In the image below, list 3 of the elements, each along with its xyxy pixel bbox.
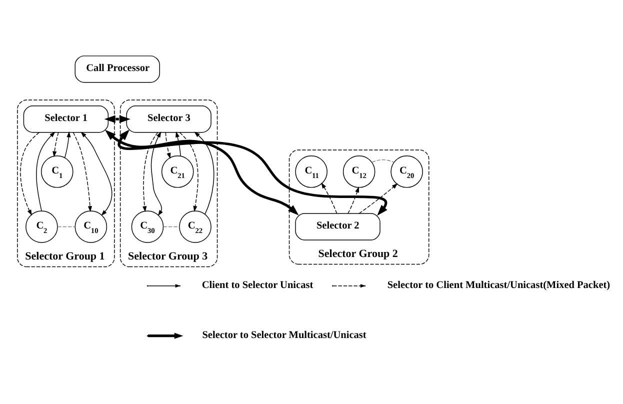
legend-label: Client to Selector Unicast	[202, 279, 314, 290]
legend-label: Selector to Selector Multicast/Unicast	[202, 329, 366, 340]
legend-label: Selector to Client Multicast/Unicast(Mixed Packet)	[387, 279, 610, 290]
